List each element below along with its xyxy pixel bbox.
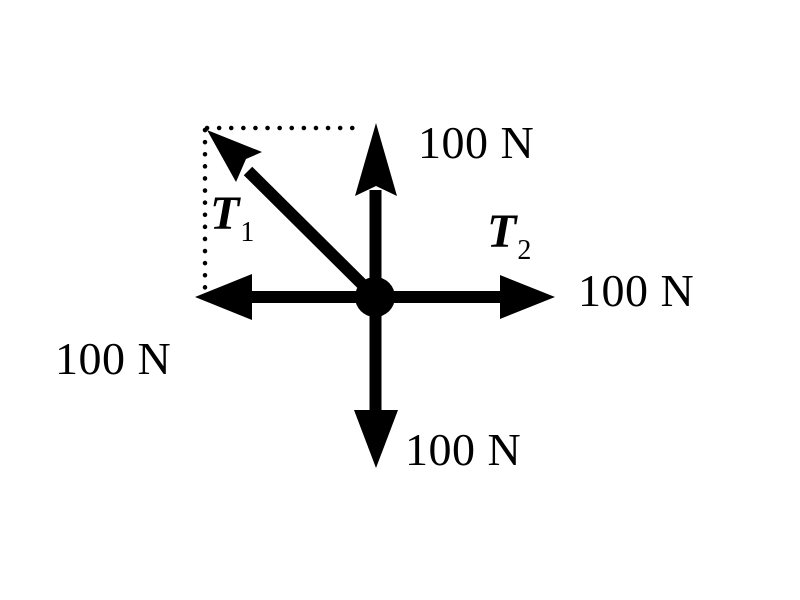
diagonal-tension-arrow [207,130,377,299]
tension-2-subscript: 2 [517,235,532,266]
tension-1-symbol: T [210,187,240,240]
tension-1-subscript: 1 [240,217,255,248]
tension-1-label: T1 [210,187,254,247]
center-node [355,277,395,317]
left-force-label: 100 N [55,333,172,384]
tension-2-symbol: T [487,205,517,258]
right-tension-arrow [375,275,555,319]
tension-2-label: T2 [487,205,531,265]
right-force-label: 100 N [578,265,695,316]
up-force-label: 100 N [418,117,535,168]
left-force-arrow [195,274,375,320]
down-force-arrow [354,297,398,468]
down-force-label: 100 N [405,424,522,475]
up-force-arrow [355,123,397,297]
